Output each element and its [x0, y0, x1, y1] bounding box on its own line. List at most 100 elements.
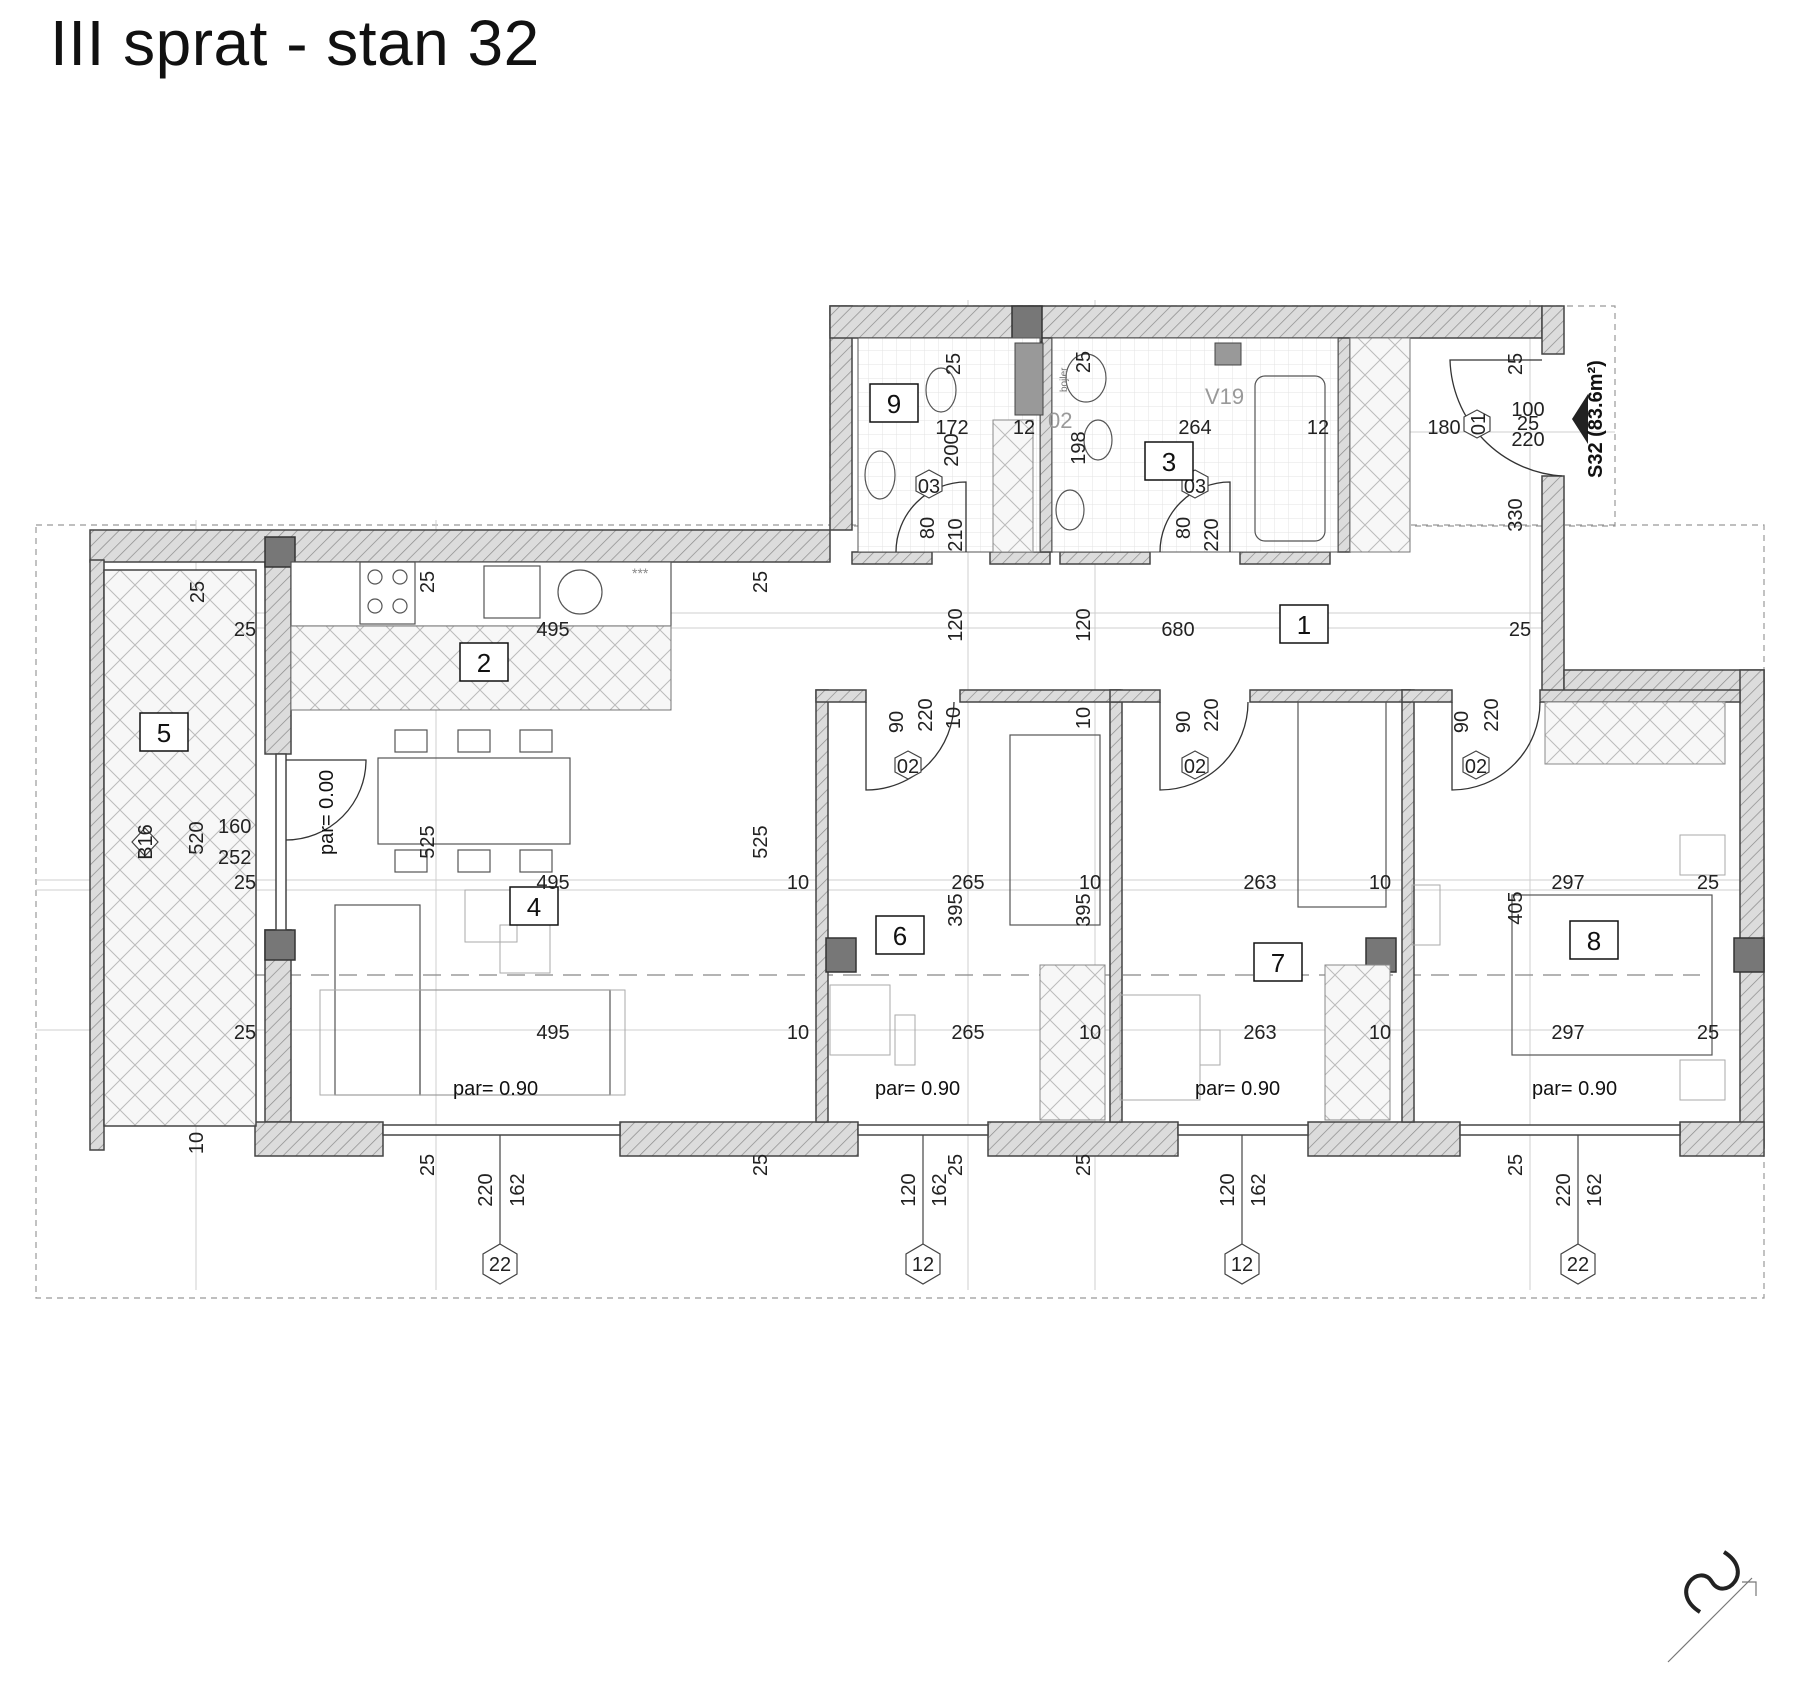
dimension: 25: [1073, 1154, 1095, 1176]
dimension: 330: [1505, 498, 1527, 531]
dimension: 10: [1079, 1022, 1101, 1044]
door-tag: 02: [1184, 756, 1206, 778]
floor-level: par= 0.90: [875, 1078, 960, 1100]
dimension: 172: [935, 417, 968, 439]
dimension: 25: [1697, 1022, 1719, 1044]
bathroom-code: 02: [1048, 408, 1072, 433]
dimension: 25: [1505, 1154, 1527, 1176]
dimension: 220: [1201, 518, 1223, 551]
dimension: 25: [1073, 351, 1095, 373]
window-tag-leaders: [482, 1135, 1596, 1285]
sofa: [319, 889, 626, 1096]
room-labels: 1 2 3 4 5 6 7 8 9: [157, 389, 1601, 978]
dimension: 12: [1307, 417, 1329, 439]
window-tag: 12: [912, 1254, 934, 1276]
dimension: 25: [1509, 619, 1531, 641]
page-title: III sprat - stan 32: [50, 7, 540, 79]
dimension: 25: [945, 1154, 967, 1176]
dimension: 25: [417, 1154, 439, 1176]
dimension: 10: [1079, 872, 1101, 894]
dimension: 297: [1551, 872, 1584, 894]
dimension: 210: [945, 518, 967, 551]
dimension: 495: [536, 619, 569, 641]
dimension: 264: [1178, 417, 1211, 439]
sanitary: bojler: [864, 342, 1326, 553]
dimension: 405: [1505, 891, 1527, 924]
room-label-3: 3: [1162, 447, 1176, 477]
dimension: 680: [1161, 619, 1194, 641]
dimension: 25: [1517, 413, 1539, 435]
cooktop-mark: ***: [632, 565, 649, 581]
dimension: 10: [787, 872, 809, 894]
dimension: 90: [1173, 711, 1195, 733]
floor-levels: par= 0.00 par= 0.90 par= 0.90 par= 0.90 …: [316, 770, 1617, 1100]
dimension: 525: [417, 825, 439, 858]
dimension: 25: [234, 872, 256, 894]
dimension: 120: [945, 608, 967, 641]
dimension: 25: [750, 571, 772, 593]
door-tag: 02: [1465, 756, 1487, 778]
floor-level: par= 0.90: [453, 1078, 538, 1100]
boiler-label: bojler: [1059, 367, 1070, 392]
dimension: 10: [943, 707, 965, 729]
floor-level: par= 0.90: [1195, 1078, 1280, 1100]
dimension: 200: [941, 433, 963, 466]
bathroom-marker: V19: [1205, 384, 1244, 409]
dimension: 220: [475, 1173, 497, 1206]
dimension: 10: [1073, 707, 1095, 729]
door-tag: 03: [918, 476, 940, 498]
dimension: 90: [1451, 711, 1473, 733]
apartment-marker-text: S32 (83.6m²): [1585, 360, 1607, 478]
dimension: 10: [186, 1132, 208, 1154]
window-tag: 22: [489, 1254, 511, 1276]
room-label-8: 8: [1587, 926, 1601, 956]
dimension: 263: [1243, 872, 1276, 894]
dimension: 12: [1013, 417, 1035, 439]
window-tag-texts: 22 12 12 22: [489, 1254, 1589, 1276]
kitchen: ***: [290, 561, 672, 711]
dimension: 25: [750, 1154, 772, 1176]
dimension: 162: [1248, 1173, 1270, 1206]
dimension: 120: [898, 1173, 920, 1206]
dimension: 162: [507, 1173, 529, 1206]
floor-level: par= 0.90: [1532, 1078, 1617, 1100]
door-tag-texts: 03 03 02 02 02 01 B16 V19 02: [135, 384, 1490, 860]
dimension: 25: [943, 353, 965, 375]
room-label-2: 2: [477, 648, 491, 678]
room-label-5: 5: [157, 718, 171, 748]
dimension: 252: [218, 847, 251, 869]
window-tag: 12: [1231, 1254, 1253, 1276]
door-tag: 01: [1468, 413, 1490, 435]
dimension: 220: [1201, 698, 1223, 731]
dimension: 25: [234, 619, 256, 641]
dimension: 520: [186, 821, 208, 854]
dimension: 220: [915, 698, 937, 731]
dimension: 120: [1073, 608, 1095, 641]
dimension: 25: [417, 571, 439, 593]
door-tag: 02: [897, 756, 919, 778]
dimension: 162: [929, 1173, 951, 1206]
orientation-symbol-icon: [1667, 1550, 1757, 1663]
apartment-marker: S32 (83.6m²): [1572, 360, 1607, 478]
dimension: 25: [187, 581, 209, 603]
balcony-door-tag: B16: [135, 824, 157, 860]
dimension-texts: 25 25 25 25 495 25 25 25 25 25 25 25 172…: [186, 351, 1719, 1207]
dimension: 90: [886, 711, 908, 733]
dimension: 265: [951, 1022, 984, 1044]
dimension: 220: [1481, 698, 1503, 731]
dimension: 297: [1551, 1022, 1584, 1044]
dimension: 395: [945, 893, 967, 926]
dimension: 80: [917, 517, 939, 539]
dimension: 180: [1427, 417, 1460, 439]
dimension: 10: [1369, 872, 1391, 894]
dimension: 495: [536, 1022, 569, 1044]
dimension: 263: [1243, 1022, 1276, 1044]
dimension: 120: [1217, 1173, 1239, 1206]
balcony: [103, 569, 257, 1127]
dimension: 525: [750, 825, 772, 858]
dimension: 395: [1073, 893, 1095, 926]
dimension: 80: [1173, 517, 1195, 539]
windows: [275, 753, 1681, 1136]
dimension: 220: [1511, 429, 1544, 451]
